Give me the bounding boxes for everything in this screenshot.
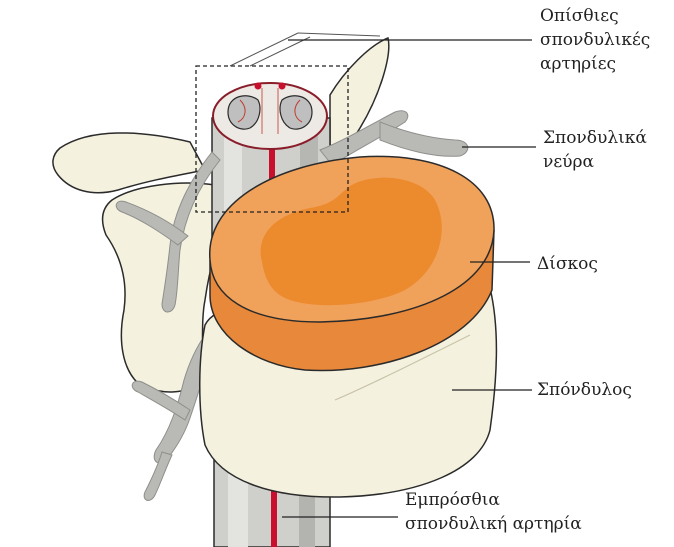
posterior-artery-left (255, 83, 262, 90)
label-disc: Δίσκος (537, 252, 598, 276)
spinal-cord-cross-section (213, 83, 327, 150)
posterior-artery-right (279, 83, 286, 90)
label-vertebra: Σπόνδυλος (537, 378, 632, 402)
label-posterior-spinal-arteries: Οπίσθιες σπονδυλικές αρτηρίες (540, 4, 650, 76)
label-anterior-spinal-artery: Εμπρόσθια σπονδυλική αρτηρία (405, 488, 582, 536)
label-spinal-nerves: Σπονδυλικά νεύρα (543, 126, 647, 174)
